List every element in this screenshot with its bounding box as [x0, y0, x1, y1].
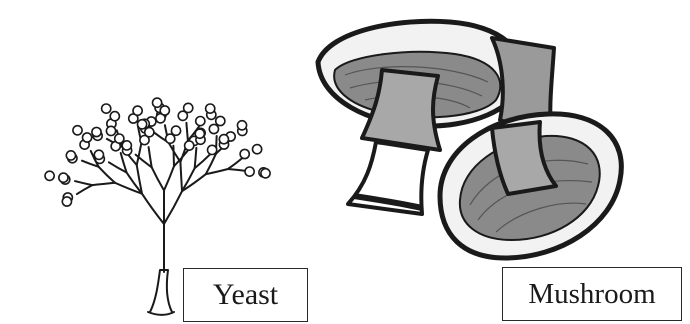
yeast-branch [173, 146, 174, 166]
yeast-bud [184, 103, 193, 112]
yeast-bud [94, 150, 103, 159]
yeast-bud [153, 98, 162, 107]
yeast-branch [92, 183, 115, 185]
mushroom-drawing [318, 21, 621, 258]
yeast-bud [171, 126, 180, 135]
yeast-branch [228, 158, 242, 169]
yeast-branch [180, 162, 182, 191]
yeast-bud [73, 126, 82, 135]
yeast-bud [92, 127, 101, 136]
yeast-bud [219, 135, 228, 144]
yeast-branch [164, 191, 182, 224]
yeast-branch [137, 143, 142, 165]
yeast-bud [106, 126, 115, 135]
yeast-bud [195, 129, 204, 138]
yeast-trunk [150, 270, 172, 312]
yeast-bud [185, 141, 194, 150]
yeast-bud [115, 134, 124, 143]
yeast-branch [195, 148, 197, 168]
yeast-bud [133, 106, 142, 115]
yeast-bud [240, 149, 249, 158]
yeast-branch [152, 167, 164, 190]
yeast-bud [160, 106, 169, 115]
yeast-label: Yeast [183, 268, 308, 322]
yeast-bud [45, 171, 54, 180]
yeast-bud [196, 117, 205, 126]
yeast-bud [62, 197, 71, 206]
yeast-branch [228, 169, 246, 171]
mushroom-label: Mushroom [502, 267, 682, 321]
yeast-buds [45, 98, 270, 206]
yeast-bud [66, 151, 75, 160]
yeast-bud [261, 169, 270, 178]
yeast-branch [182, 174, 206, 191]
yeast-bud [237, 121, 246, 130]
yeast-bud [138, 120, 147, 129]
yeast-bud [206, 104, 215, 113]
yeast-bud [209, 124, 218, 133]
yeast-branch [142, 194, 164, 224]
yeast-bud [253, 145, 262, 154]
yeast-branch [75, 181, 92, 185]
yeast-trunk-base [148, 312, 174, 315]
yeast-branch [77, 185, 92, 194]
yeast-bud [122, 141, 131, 150]
yeast-branch [164, 166, 174, 190]
yeast-bud [216, 116, 225, 125]
yeast-bud [83, 133, 92, 142]
yeast-branch [195, 155, 210, 169]
yeast-bud [166, 134, 175, 143]
yeast-branch [186, 123, 187, 141]
yeast-bud [59, 173, 68, 182]
yeast-bud [102, 104, 111, 113]
yeast-bud [145, 128, 154, 137]
yeast-bud [110, 112, 119, 121]
yeast-bud [208, 145, 217, 154]
yeast-bud [245, 167, 254, 176]
yeast-branch [99, 167, 115, 183]
